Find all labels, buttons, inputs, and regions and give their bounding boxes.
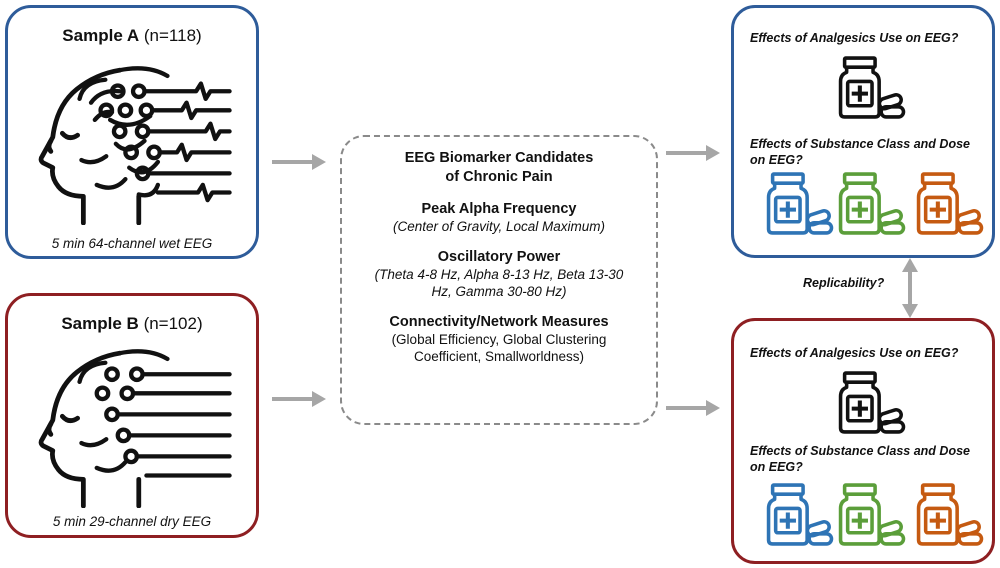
sample-a-caption: 5 min 64-channel wet EEG bbox=[51, 236, 213, 251]
double-arrow-icon bbox=[902, 258, 918, 318]
arrow-right-icon bbox=[272, 154, 326, 170]
peak-alpha-detail: (Center of Gravity, Local Maximum) bbox=[392, 219, 606, 234]
medicine-bottle-icon bbox=[834, 54, 906, 120]
sample-b-caption: 5 min 29-channel dry EEG bbox=[52, 514, 212, 529]
substance-question: Effects of Substance Class and Dose on E… bbox=[750, 444, 970, 474]
connectivity-detail: (Global Efficiency, Global Clustering Co… bbox=[391, 332, 607, 364]
sample-b-title: Sample B (n=102) bbox=[61, 314, 203, 333]
medicine-bottle-blue-icon bbox=[762, 170, 834, 236]
oscillatory-power-detail: (Theta 4-8 Hz, Alpha 8-13 Hz, Beta 13-30… bbox=[374, 267, 624, 299]
connectivity-title: Connectivity/Network Measures bbox=[389, 314, 609, 330]
oscillatory-power-title: Oscillatory Power bbox=[437, 249, 561, 265]
analgesics-question: Effects of Analgesics Use on EEG? bbox=[750, 31, 959, 45]
biomarker-candidates-box: EEG Biomarker Candidates of Chronic Pain… bbox=[340, 135, 658, 425]
medicine-bottle-green-icon bbox=[834, 481, 906, 547]
sample-a-box: Sample A (n=118) 5 min 64-chan bbox=[5, 5, 259, 259]
results-b-box: Effects of Analgesics Use on EEG? Effect… bbox=[731, 318, 995, 564]
replicability-label: Replicability? bbox=[803, 276, 885, 290]
arrow-right-icon bbox=[666, 145, 720, 161]
analgesics-question: Effects of Analgesics Use on EEG? bbox=[750, 346, 959, 360]
medicine-bottle-blue-icon bbox=[762, 481, 834, 547]
medicine-bottle-icon bbox=[834, 369, 906, 435]
medicine-bottle-green-icon bbox=[834, 170, 906, 236]
results-a-box: Effects of Analgesics Use on EEG? Effect… bbox=[731, 5, 995, 258]
medicine-bottle-orange-icon bbox=[912, 170, 984, 236]
substance-question: Effects of Substance Class and Dose on E… bbox=[750, 137, 970, 167]
peak-alpha-title: Peak Alpha Frequency bbox=[421, 201, 577, 217]
head-eeg-icon bbox=[24, 349, 232, 508]
arrow-right-icon bbox=[272, 391, 326, 407]
sample-a-title: Sample A (n=118) bbox=[62, 26, 202, 45]
center-title: EEG Biomarker Candidates of Chronic Pain bbox=[404, 150, 594, 185]
medicine-bottle-orange-icon bbox=[912, 481, 984, 547]
sample-b-box: Sample B (n=102) 5 min 29-channel dry EE… bbox=[5, 293, 259, 538]
head-eeg-icon bbox=[24, 66, 232, 225]
arrow-right-icon bbox=[666, 400, 720, 416]
